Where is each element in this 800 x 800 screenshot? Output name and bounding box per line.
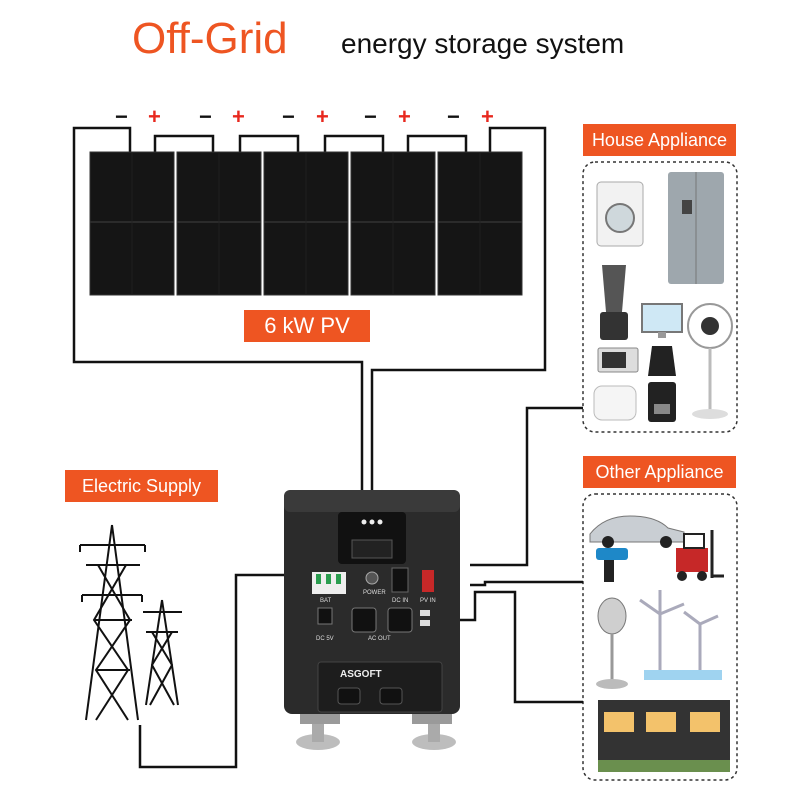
other-appliance-box — [582, 493, 738, 781]
solar-panel — [350, 151, 436, 296]
plus-terminal-label: + — [232, 104, 245, 129]
ac-outlet — [351, 607, 377, 633]
solar-panel — [437, 151, 523, 296]
plus-terminal-label: + — [398, 104, 411, 129]
pv-capacity-label: 6 kW PV — [244, 310, 370, 342]
minus-terminal-label: − — [447, 104, 460, 129]
wind-turbine-icon — [639, 590, 722, 680]
other-appliance-label: Other Appliance — [583, 456, 736, 488]
house-appliance-box — [582, 161, 738, 433]
electric-car-icon — [589, 515, 685, 548]
ac-outlet — [387, 607, 413, 633]
microphone-icon — [596, 597, 628, 689]
unit-ac-out-label: AC OUT — [368, 636, 391, 642]
washing-machine-icon — [596, 181, 644, 247]
page-subtitle: energy storage system — [341, 28, 625, 59]
unit-brand-label: ASGOFT — [340, 669, 382, 680]
transmission-tower-icon — [79, 524, 182, 721]
refrigerator-icon — [668, 172, 724, 284]
solar-panel — [89, 151, 175, 296]
house-icon — [598, 700, 730, 772]
microwave-icon — [597, 347, 639, 373]
dc-in-port — [391, 567, 409, 593]
minus-terminal-label: − — [115, 104, 128, 129]
solar-panel-array — [89, 151, 523, 296]
router-icon — [593, 385, 637, 421]
other-appliance-icons — [589, 515, 730, 772]
monitor-icon — [641, 303, 683, 338]
unit-dc-out-label: DC 5V — [316, 636, 334, 642]
unit-pv-in-label: PV IN — [420, 598, 436, 604]
page-title: Off-Grid — [132, 14, 288, 63]
minus-terminal-label: − — [364, 104, 377, 129]
minus-terminal-label: − — [282, 104, 295, 129]
plus-terminal-label: + — [148, 104, 161, 129]
solar-panel — [263, 151, 349, 296]
forklift-icon — [676, 530, 724, 581]
minus-terminal-label: − — [199, 104, 212, 129]
house-appliance-icons — [593, 172, 733, 422]
plus-terminal-label: + — [316, 104, 329, 129]
fan-icon — [687, 303, 733, 419]
pv-wiring — [72, 126, 547, 490]
blender-icon — [600, 265, 628, 340]
coffee-maker-icon — [648, 382, 676, 422]
drill-icon — [596, 548, 628, 582]
electric-supply-label: Electric Supply — [65, 470, 218, 502]
energy-storage-unit — [284, 490, 460, 750]
plus-terminal-label: + — [481, 104, 494, 129]
unit-power-label: POWER — [363, 590, 386, 596]
unit-dc-in-label: DC IN — [392, 598, 408, 604]
house-appliance-label: House Appliance — [583, 124, 736, 156]
power-button — [365, 571, 379, 585]
pv-in-port — [422, 570, 434, 592]
solar-panel — [176, 151, 262, 296]
unit-bat-label: BAT — [320, 598, 332, 604]
kettle-icon — [648, 346, 676, 376]
